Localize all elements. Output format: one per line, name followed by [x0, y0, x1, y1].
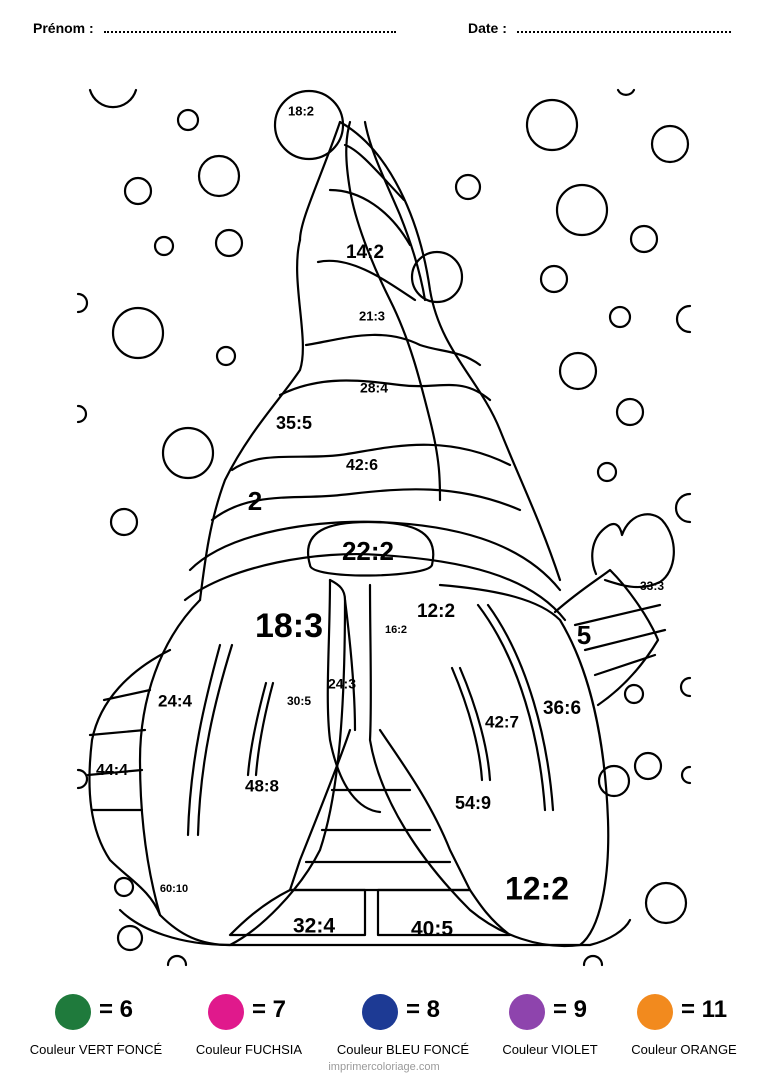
gnome-body	[118, 728, 632, 947]
problem-left-boot: 32:4	[293, 915, 335, 938]
gnome-hat	[183, 89, 567, 622]
division-problems: 18:2 14:2 21:3 28:4 35:5 42:6 2 22:2 18:…	[96, 103, 664, 940]
problem-beard-right-lower: 54:9	[455, 793, 491, 813]
gnome-left-arm	[86, 648, 172, 917]
problem-hat-band-5: 42:6	[346, 457, 378, 474]
legend-item-dark-blue: = 8 Couleur BLEU FONCÉ	[328, 994, 478, 1064]
swatch-dark-green	[55, 994, 91, 1030]
legend-value: = 9	[553, 996, 588, 1023]
legend-item-green: = 6 Couleur VERT FONCÉ	[21, 994, 171, 1064]
problem-beard-left-edge: 24:4	[158, 691, 193, 710]
gnome-right-arm	[553, 513, 675, 707]
problem-nose: 22:2	[342, 536, 394, 566]
swatch-orange	[637, 994, 673, 1030]
legend-value: = 7	[252, 996, 287, 1023]
date-dotted-line[interactable]	[516, 21, 731, 33]
legend-caption: Couleur ORANGE	[631, 1042, 737, 1057]
legend-caption: Couleur VERT FONCÉ	[29, 1042, 163, 1057]
problem-beard-center: 24:3	[328, 676, 356, 692]
problem-hat-band-4: 35:5	[276, 413, 312, 433]
swatch-violet	[509, 994, 545, 1030]
name-dotted-line[interactable]	[103, 21, 396, 33]
problem-beard-left-inner: 30:5	[287, 694, 311, 708]
name-field[interactable]: Prénom :	[33, 20, 396, 36]
legend-item-fuchsia: = 7 Couleur FUCHSIA	[174, 994, 324, 1064]
problem-hat-band-1: 14:2	[346, 242, 384, 263]
gnome-nose	[307, 520, 435, 577]
name-label: Prénom :	[33, 20, 94, 36]
legend-caption: Couleur FUCHSIA	[195, 1042, 303, 1057]
legend-value: = 8	[406, 996, 441, 1023]
legend-item-orange: = 11 Couleur ORANGE	[609, 994, 759, 1064]
answer-sleeve: 5	[577, 620, 591, 650]
problem-beard-left-large: 18:3	[255, 607, 323, 645]
answer-hat-brim: 2	[248, 486, 262, 516]
legend-caption: Couleur VIOLET	[502, 1042, 598, 1057]
problem-beard-right-top: 12:2	[417, 601, 455, 622]
problem-beard-center-small: 16:2	[385, 624, 407, 636]
problem-beard-left-lower: 48:8	[245, 776, 279, 795]
problem-beard-right-inner: 42:7	[485, 712, 519, 731]
problem-left-hand: 60:10	[160, 883, 188, 895]
problem-beard-right-bottom: 12:2	[505, 870, 569, 906]
legend-value: = 6	[99, 996, 134, 1023]
problem-beard-right-edge: 36:6	[543, 698, 581, 719]
swatch-fuchsia	[208, 994, 244, 1030]
legend-caption: Couleur BLEU FONCÉ	[336, 1042, 470, 1057]
footer-website: imprimercoloriage.com	[328, 1061, 440, 1073]
date-field[interactable]: Date :	[468, 20, 731, 36]
swatch-dark-blue	[362, 994, 398, 1030]
problem-hat-tip: 18:2	[288, 103, 314, 118]
problem-hat-band-2: 21:3	[359, 308, 385, 323]
problem-hat-band-3: 28:4	[360, 380, 388, 396]
date-label: Date :	[468, 20, 507, 36]
background-bubbles	[76, 88, 692, 967]
problem-left-sleeve: 44:4	[96, 762, 128, 779]
problem-mitten: 33:3	[640, 579, 664, 593]
legend-value: = 11	[681, 996, 728, 1023]
problem-right-boot: 40:5	[411, 918, 453, 941]
legend-item-violet: = 9 Couleur VIOLET	[475, 994, 625, 1064]
